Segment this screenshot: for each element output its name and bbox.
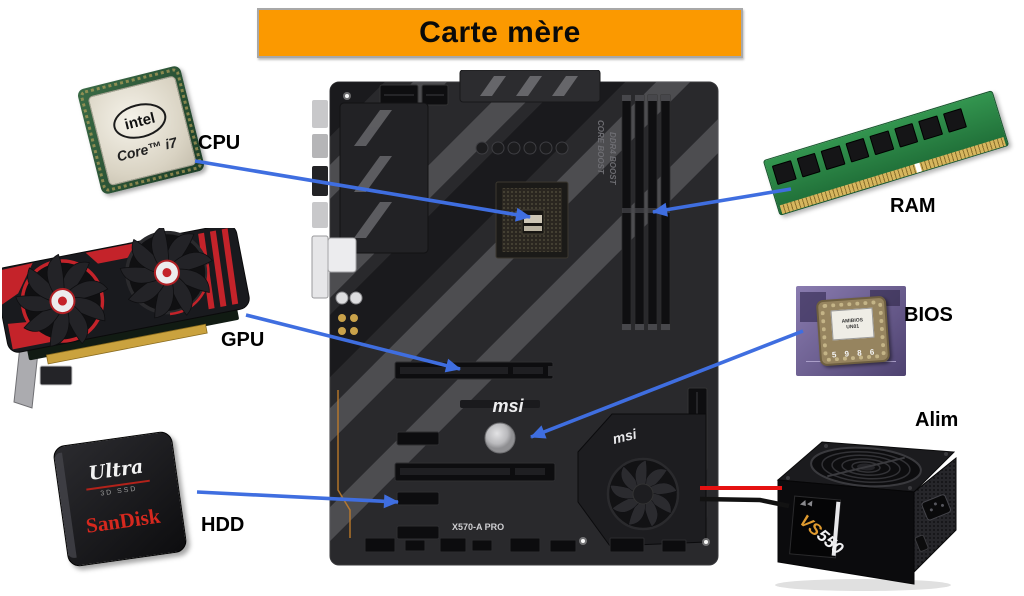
- chipset-heatsink: msi: [577, 413, 707, 547]
- dvi-port: [39, 365, 73, 386]
- ram-chip-row: [771, 108, 967, 186]
- pcie-x1-slot-1: [396, 431, 440, 446]
- ssd-product-text: Ultra: [87, 455, 145, 485]
- left-vrm-heatsink: [339, 102, 429, 254]
- pcie-x1-slot-2: [396, 491, 440, 506]
- capacitors: [475, 141, 569, 155]
- gpu-photo: [2, 228, 274, 410]
- gpu-fan-left-icon: [7, 244, 119, 356]
- psu-fan-icon: [810, 446, 922, 488]
- label-alim: Alim: [915, 409, 959, 431]
- bios-chip: AMIBIOS UN01 5 9 8 6: [815, 295, 891, 367]
- bottom-headers: [364, 537, 687, 553]
- flare-dots: [343, 92, 710, 546]
- psu-side-face: [913, 456, 957, 574]
- chipset-fan-icon: [606, 457, 680, 531]
- psu-photo: VS550: [768, 424, 968, 592]
- label-cpu: CPU: [198, 132, 241, 154]
- sandisk-logo: SanDisk: [84, 503, 162, 538]
- label-ram: RAM: [890, 195, 936, 217]
- psu-label-band: VS550: [789, 495, 848, 559]
- motherboard-art: CORE BOOST DDR4 BOOST: [311, 70, 719, 566]
- motherboard-photo: CORE BOOST DDR4 BOOST: [310, 70, 730, 570]
- psu-shadow: [775, 579, 951, 591]
- ram-photo: [758, 90, 1020, 228]
- label-gpu: GPU: [221, 329, 265, 351]
- top-vrm-heatsink: [459, 70, 601, 103]
- psu-top-face: [776, 441, 956, 493]
- core-boost-text: CORE BOOST: [596, 120, 605, 175]
- cpu-model-text: Core™ i7: [115, 133, 179, 165]
- cmos-battery: [484, 422, 516, 454]
- pcie-x16-slot-2: [394, 462, 556, 482]
- page-title: Carte mère: [419, 16, 581, 49]
- ddr4-boost-text: DDR4 BOOST: [608, 132, 617, 186]
- hdd-photo: Ultra 3D SSD SanDisk: [50, 430, 192, 572]
- title-banner: Carte mère: [257, 8, 743, 58]
- pcie-x1-slot-3: [396, 525, 440, 540]
- bios-photo: AMIBIOS UN01 5 9 8 6: [796, 286, 906, 376]
- label-bios: BIOS: [904, 304, 953, 326]
- label-hdd: HDD: [201, 514, 245, 536]
- cpu-photo: intel Core™ i7: [76, 64, 206, 196]
- psu-front-face: VS550: [777, 479, 915, 585]
- cpu-socket: [495, 181, 569, 259]
- m2-slot: [460, 400, 540, 408]
- gpu-red-accents: [2, 228, 239, 350]
- gpu-gold-connector: [45, 323, 208, 365]
- gpu-fan-right-icon: [111, 228, 224, 328]
- ssd-side-edge: [54, 452, 77, 559]
- corsair-logo: [799, 499, 813, 507]
- pcie-x16-slot-1: [394, 361, 556, 380]
- ac-inlet: [921, 494, 952, 521]
- board-model-text: X570-A PRO: [452, 522, 504, 532]
- power-switch: [914, 534, 929, 552]
- bios-chip-label: AMIBIOS UN01: [830, 307, 875, 341]
- gpu-bracket: [13, 345, 73, 409]
- msi-logo-center: msi: [492, 396, 524, 416]
